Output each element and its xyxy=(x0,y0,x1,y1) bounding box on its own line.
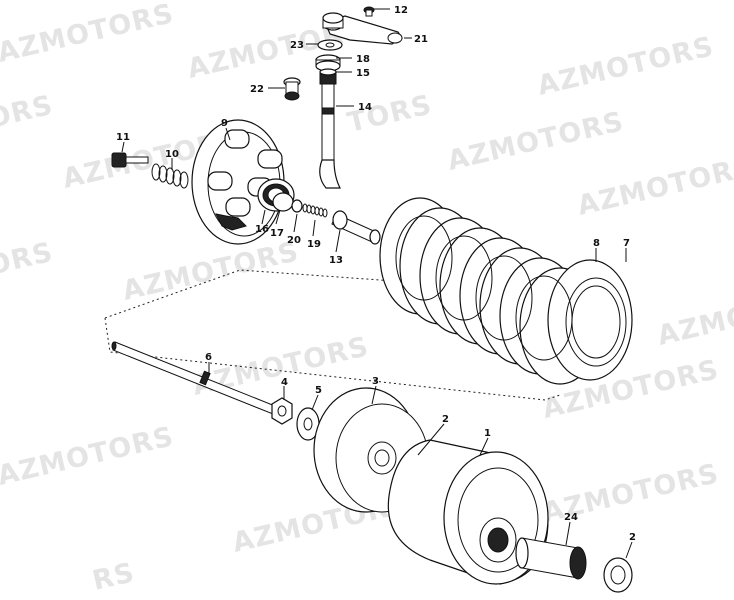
pressure-plate-assembly xyxy=(111,119,328,245)
shaft-6 xyxy=(111,341,281,417)
leader-lines xyxy=(121,8,633,559)
callout-22: 22 xyxy=(250,84,264,95)
callout-18: 18 xyxy=(356,54,370,65)
watermark: TORS xyxy=(345,89,435,138)
clutch-plate-stack xyxy=(379,197,633,385)
nut-4 xyxy=(271,397,293,425)
watermark: AZMOTORS xyxy=(445,106,627,177)
callout-12: 12 xyxy=(394,5,408,16)
callout-11: 11 xyxy=(116,132,130,143)
callout-20: 20 xyxy=(287,235,301,246)
callout-16: 16 xyxy=(255,224,269,235)
callout-5: 5 xyxy=(315,385,322,396)
callout-14: 14 xyxy=(358,102,372,113)
callout-21: 21 xyxy=(414,34,428,45)
watermark: AZMOTORS xyxy=(575,151,734,222)
callout-7: 7 xyxy=(623,238,630,249)
callout-17: 17 xyxy=(270,228,284,239)
watermark: AZMOTORS xyxy=(655,281,734,352)
callout-4: 4 xyxy=(281,377,288,388)
callout-2: 2 xyxy=(442,414,449,425)
callout-19: 19 xyxy=(307,239,321,250)
callout-10: 10 xyxy=(165,149,179,160)
screw-22 xyxy=(283,77,301,101)
callout-23: 23 xyxy=(290,40,304,51)
push-rod-13 xyxy=(331,210,381,245)
watermark: AZMOTORS xyxy=(0,0,177,69)
callout-15: 15 xyxy=(356,68,370,79)
callout-8: 8 xyxy=(593,238,600,249)
watermark: ORS xyxy=(0,90,56,135)
watermark: AZMOTORS xyxy=(120,236,302,307)
watermark: AZMOTORS xyxy=(0,421,177,492)
callout-3: 3 xyxy=(372,376,379,387)
release-shaft-assembly xyxy=(315,6,403,189)
callout-13: 13 xyxy=(329,255,343,266)
bushing-24 xyxy=(515,537,587,580)
callout-1: 1 xyxy=(484,428,491,439)
callout-9: 9 xyxy=(221,118,228,129)
watermark: ORS xyxy=(0,237,56,282)
watermark: RS xyxy=(90,557,138,597)
watermark: AZMOTORS xyxy=(535,31,717,102)
callout-2-right: 2 xyxy=(629,532,636,543)
callout-24: 24 xyxy=(564,512,578,523)
callout-numbers: 12 21 23 18 15 22 14 9 11 10 16 17 20 19… xyxy=(116,5,636,543)
callout-6: 6 xyxy=(205,352,212,363)
